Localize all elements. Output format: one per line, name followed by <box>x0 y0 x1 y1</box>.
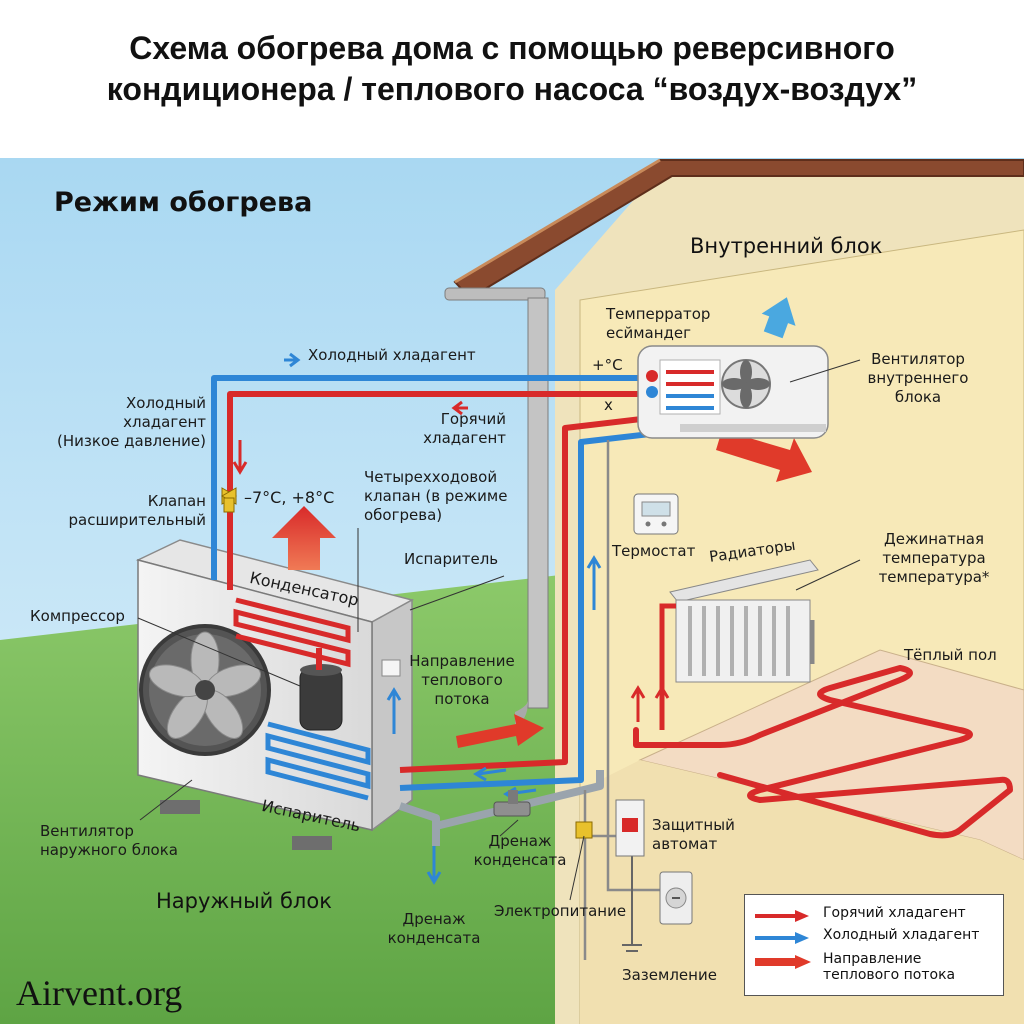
compressor <box>299 648 343 731</box>
legend-cold-arrow-icon <box>755 932 809 944</box>
roof-edge <box>454 158 661 284</box>
indoor-fan-line-2: внутреннего <box>867 368 969 387</box>
indoor-fan-label: Вентилятор внутреннего блока <box>862 350 974 406</box>
evaporator-top-label: Испаритель <box>404 550 499 568</box>
outdoor-fan <box>139 624 271 756</box>
gutter <box>444 287 546 301</box>
circuit-breaker-label: Защитный автомат <box>652 816 735 854</box>
downpipe <box>527 297 549 709</box>
indoor-unit <box>637 345 829 439</box>
heat-flow-line-1: Направление <box>409 652 515 670</box>
temp-sensor-line-1: Темперратор <box>606 305 711 323</box>
legend-hot-arrow-icon <box>755 910 809 922</box>
temperature-range-label: –7°C, +8°C <box>244 488 335 507</box>
pipe-hot-to-indoor <box>399 415 651 773</box>
hot-refrigerant-line <box>227 391 650 590</box>
leader-lines <box>137 359 861 901</box>
circuit-breaker <box>615 799 645 857</box>
drain-mid-line-1: Дренаж <box>488 832 552 850</box>
legend-heat-flow-label: Направление теплового потока <box>823 951 956 984</box>
compressor-label: Компрессор <box>30 607 125 625</box>
drain-bottom-line-2: конденсата <box>387 928 481 947</box>
temp-sensor-line-2: есймандег <box>606 323 692 342</box>
four-way-line-2: клапан (в режиме <box>364 486 508 505</box>
condenser-coil <box>233 597 351 668</box>
expansion-valve-label: Клапан расширительный <box>40 492 207 530</box>
legend-cold-label: Холодный хладагент <box>823 927 980 943</box>
power-socket <box>659 871 693 925</box>
target-temperature-label: Дежинатная температура температура* <box>866 530 1002 586</box>
warm-floor-label: Тёплый пол <box>904 646 997 664</box>
four-way-line-3: обогрева) <box>364 505 443 524</box>
outdoor-unit-label: Наружный блок <box>156 889 332 913</box>
four-way-line-1: Четырехходовой <box>364 468 498 486</box>
warm-floor-loop <box>633 665 1013 839</box>
breaker-line-2: автомат <box>652 834 718 853</box>
drain-mid-line-2: конденсата <box>473 850 567 869</box>
outdoor-fan-line-2: наружного блока <box>40 840 178 859</box>
evaporator-coil <box>265 721 371 801</box>
condensate-drain-middle-label: Дренаж конденсата <box>470 832 570 870</box>
diagram-title: Схема обогрева дома с помощью реверсивно… <box>0 28 1024 110</box>
cold-low-line-3: (Низкое давление) <box>57 431 206 450</box>
outdoor-fan-line-1: Вентилятор <box>40 822 134 840</box>
target-temp-line-2: температура <box>882 548 986 567</box>
heat-flow-arrows <box>272 297 812 748</box>
cold-refrigerant-top-label: Холодный хладагент <box>308 346 476 364</box>
indoor-unit-label: Внутренний блок <box>690 234 883 258</box>
radiator <box>659 559 819 730</box>
thermostat <box>633 493 679 535</box>
hot-line-2: хладагент <box>423 428 506 447</box>
grounding-label: Заземление <box>622 966 717 984</box>
heat-flow-line-2: теплового <box>421 670 503 689</box>
pipe-cold-from-indoor <box>399 431 651 791</box>
heat-flow-direction-label: Направление теплового потока <box>404 652 520 708</box>
target-temp-line-3: температура* <box>878 567 990 586</box>
legend-heat-flow-arrow-icon <box>755 955 811 969</box>
cold-refrigerant-line <box>211 375 650 580</box>
drain-pipe <box>398 770 604 846</box>
outdoor-fan-label: Вентилятор наружного блока <box>40 822 178 860</box>
indoor-fan-line-1: Вентилятор <box>871 350 965 368</box>
breaker-line-1: Защитный <box>652 816 735 834</box>
target-temp-line-1: Дежинатная <box>884 530 984 548</box>
condensate-drain-bottom-label: Дренаж конденсата <box>384 910 484 948</box>
cold-refrigerant-low-pressure-label: Холодный хладагент (Низкое давление) <box>40 394 206 450</box>
legend-hot-label: Горячий хладагент <box>823 905 966 921</box>
cold-low-line-1: Холодный <box>126 394 206 412</box>
expansion-line-2: расширительный <box>68 510 207 529</box>
drain-valve <box>493 790 593 839</box>
drain-bottom-line-1: Дренаж <box>402 910 466 928</box>
power-supply-label: Электропитание <box>494 902 627 920</box>
thermostat-label: Термостат <box>612 542 696 560</box>
ground-line <box>622 850 642 952</box>
watermark: Airvent.org <box>16 973 183 1013</box>
plus-c-label: +°C <box>592 356 623 374</box>
expansion-line-1: Клапан <box>147 492 206 510</box>
hot-line-1: Горячий <box>440 410 506 428</box>
hot-refrigerant-label: Горячий хладагент <box>396 410 506 448</box>
legend: Горячий хладагент Холодный хладагент Нап… <box>744 894 1004 996</box>
indoor-fan-line-3: блока <box>894 387 942 406</box>
expansion-valve <box>220 487 238 513</box>
mode-title: Режим обогрева <box>54 187 313 218</box>
temperature-sensor-label: Темперратор есймандег <box>606 305 710 343</box>
title-line-2: кондиционера / теплового насоса “воздух-… <box>106 70 918 107</box>
four-way-valve-label: Четырехходовой клапан (в режиме обогрева… <box>364 468 507 524</box>
title-line-1: Схема обогрева дома с помощью реверсивно… <box>129 30 895 66</box>
cold-low-line-2: хладагент <box>123 412 206 431</box>
x-mark-label: x <box>604 396 613 414</box>
heat-flow-line-3: потока <box>434 689 490 708</box>
